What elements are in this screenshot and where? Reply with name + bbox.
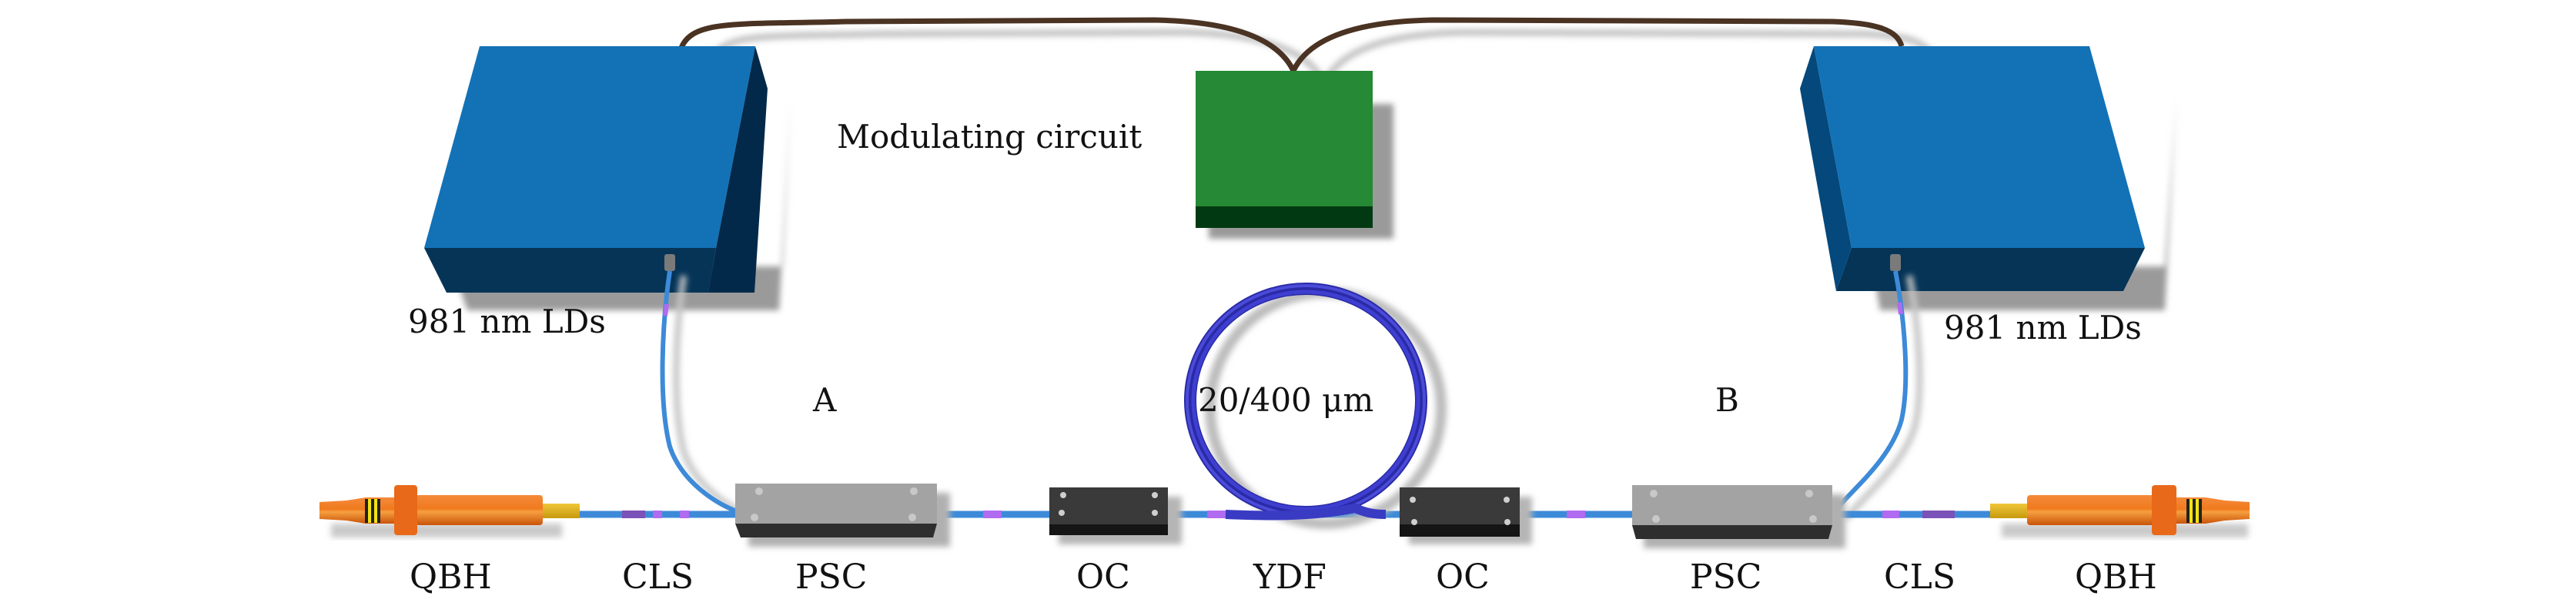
ld-left-label: 981 nm LDs: [408, 303, 606, 340]
pump-fiber-right: [1830, 270, 1923, 521]
ld-right-label: 981 nm LDs: [1944, 309, 2142, 347]
component-label-oc-right: OC: [1436, 557, 1490, 597]
ydf-coil: [1184, 283, 1447, 529]
psc-right: [1632, 485, 1845, 548]
modulating-circuit-box: [1196, 71, 1393, 239]
oc-right: [1400, 487, 1532, 544]
component-label-cls-right: CLS: [1884, 557, 1955, 597]
fiber-spec-label: 20/400 μm: [1198, 381, 1373, 419]
component-label-qbh-right: QBH: [2075, 557, 2157, 597]
point-a-label: A: [812, 381, 837, 419]
component-label-qbh-left: QBH: [410, 557, 492, 597]
oc-left: [1049, 487, 1182, 544]
component-label-psc-left: PSC: [795, 557, 867, 597]
component-label-oc-left: OC: [1076, 557, 1130, 597]
psc-left: [735, 484, 950, 547]
laser-diode-box-left: [424, 46, 791, 310]
qbh-connector-right: [1990, 485, 2250, 537]
pump-port-left: [664, 254, 675, 271]
pump-port-right: [1890, 254, 1901, 271]
component-label-ydf: YDF: [1253, 557, 1326, 597]
laser-diode-box-right: [1800, 46, 2176, 310]
pump-fiber-left: [660, 270, 754, 520]
component-label-cls-left: CLS: [622, 557, 694, 597]
control-cable-left: [678, 17, 1327, 85]
component-label-psc-right: PSC: [1690, 557, 1761, 597]
qbh-connector-left: [319, 485, 580, 537]
modulating-circuit-label: Modulating circuit: [837, 118, 1142, 156]
control-cable-right: [1290, 17, 1935, 85]
point-b-label: B: [1715, 381, 1739, 419]
